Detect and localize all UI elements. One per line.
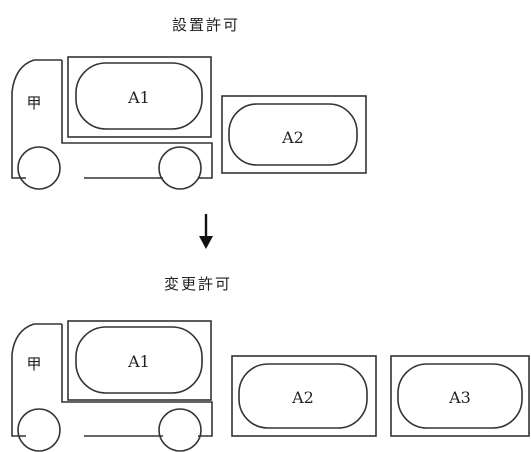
top-tank-a2 — [228, 103, 358, 166]
bottom-tank-a3 — [397, 363, 523, 429]
bottom-truck-label: 甲 — [26, 355, 41, 373]
top-tank-a2-frame — [221, 95, 367, 174]
top-truck-label: 甲 — [26, 94, 41, 112]
top-title: 設置許可 — [172, 16, 240, 34]
top-front-wheel — [17, 146, 61, 190]
bottom-truck-bed-frame — [67, 320, 212, 401]
bottom-rear-wheel — [158, 408, 202, 452]
top-truck-cab — [11, 59, 213, 179]
bottom-front-wheel — [17, 408, 61, 452]
bottom-tank-a2-frame — [231, 355, 377, 437]
down-arrow-icon — [199, 214, 213, 249]
bottom-title: 変更許可 — [164, 275, 232, 293]
top-rear-wheel — [158, 146, 202, 190]
bottom-tank-a1-label: A1 — [127, 352, 150, 371]
bottom-truck — [11, 320, 213, 452]
top-truck-bed-frame — [67, 56, 212, 138]
top-truck — [11, 56, 213, 190]
top-tank-a1 — [75, 62, 203, 130]
bottom-tank-a2 — [238, 363, 368, 429]
bottom-tank-a3-label: A3 — [448, 388, 471, 407]
bottom-tank-a3-frame — [390, 355, 530, 437]
bottom-truck-cab — [11, 323, 213, 437]
top-tank-a1-label: A1 — [127, 88, 150, 107]
bottom-tank-a2-label: A2 — [291, 388, 314, 407]
top-tank-a2-label: A2 — [281, 128, 304, 147]
bottom-tank-a1 — [75, 326, 203, 394]
